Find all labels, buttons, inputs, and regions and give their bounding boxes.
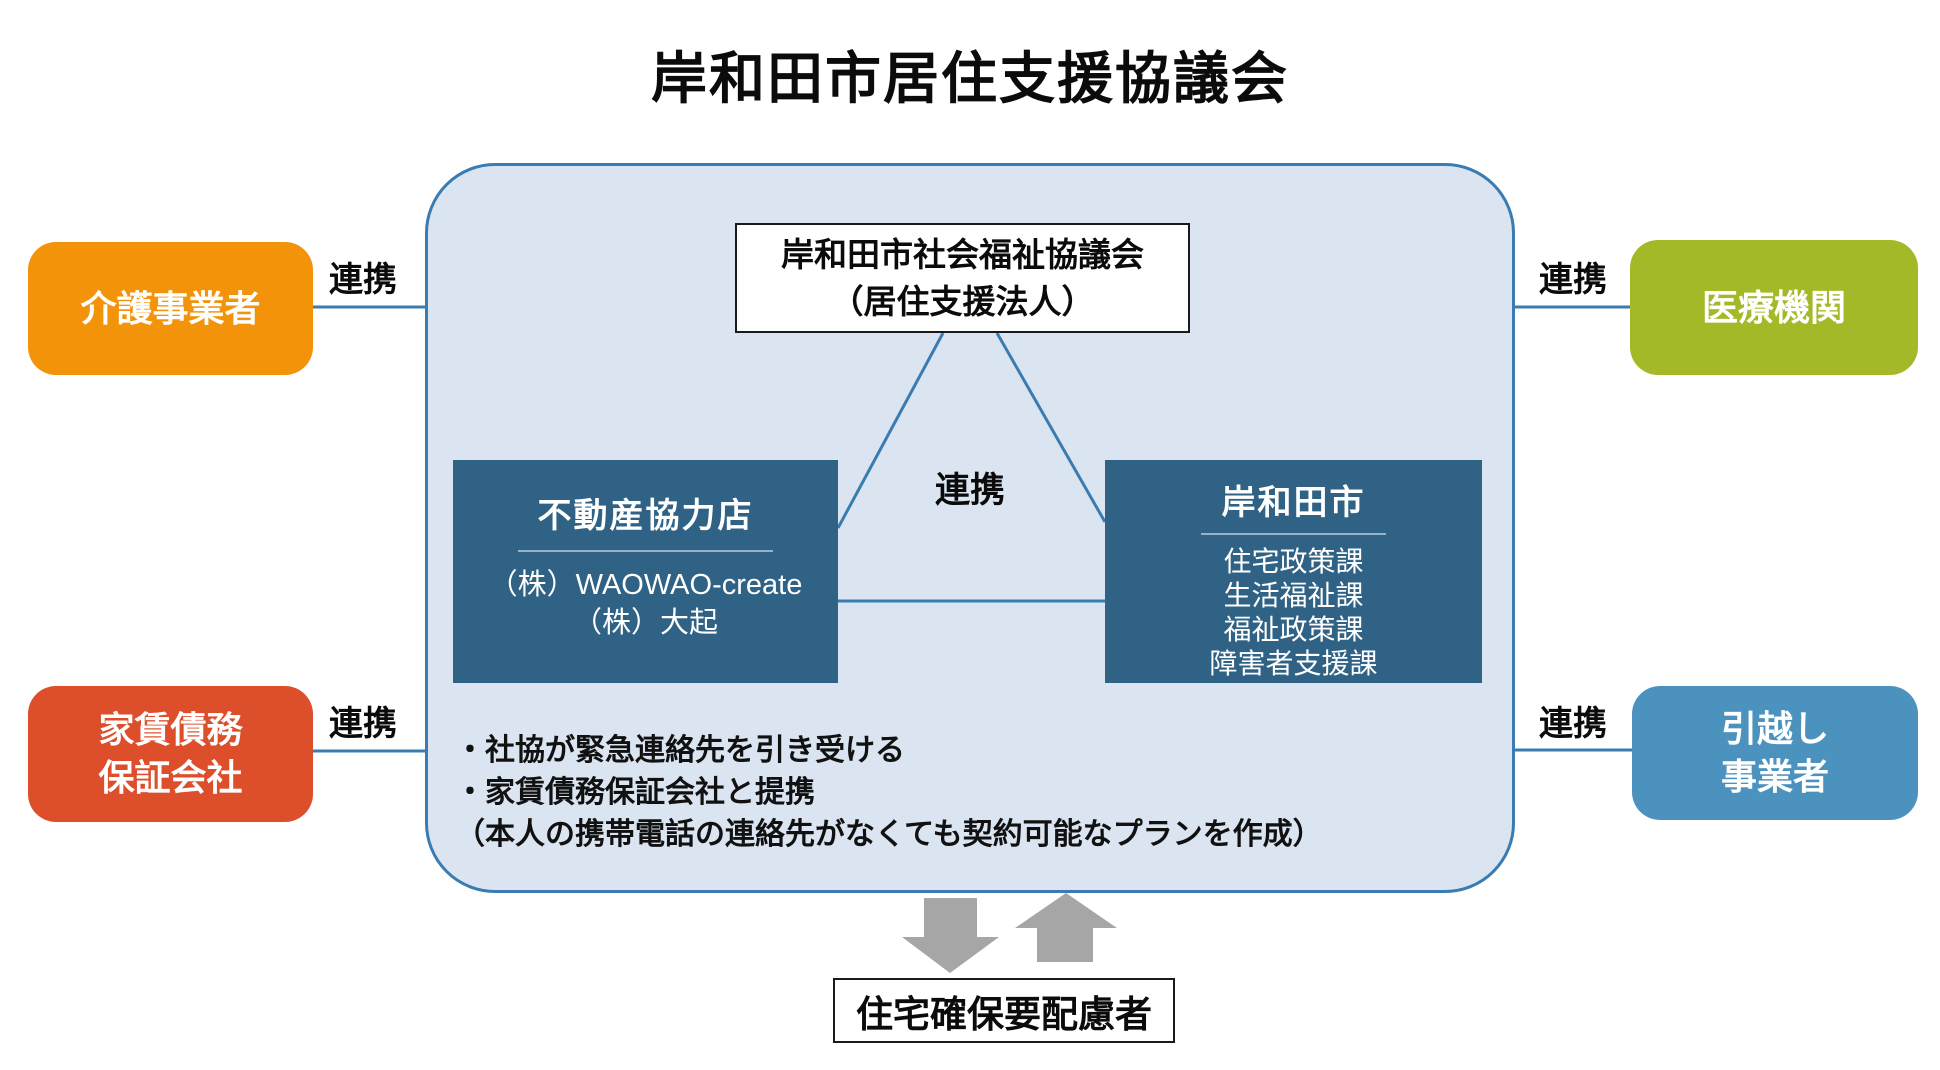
moving-link-label: 連携 xyxy=(1539,705,1607,743)
housing-target-label: 住宅確保要配慮者 xyxy=(856,993,1152,1035)
moving-company-box: 引越し 事業者 xyxy=(1632,686,1918,820)
housing-target-box: 住宅確保要配慮者 xyxy=(833,978,1175,1043)
realtor-divider xyxy=(518,550,773,552)
council-box: 岸和田市社会福祉協議会 （居住支援法人） xyxy=(735,223,1190,333)
council-subname: （居住支援法人） xyxy=(830,283,1095,320)
note-line: （本人の携帯電話の連絡先がなくても契約可能なプランを作成） xyxy=(455,818,1323,851)
city-box: 岸和田市 住宅政策課 生活福祉課 福祉政策課 障害者支援課 xyxy=(1105,460,1482,683)
triangle-link-label: 連携 xyxy=(934,471,1005,510)
medical-link-label: 連携 xyxy=(1539,261,1607,299)
moving-company-label-line2: 事業者 xyxy=(1720,756,1829,797)
page-title: 岸和田市居住支援協議会 xyxy=(651,47,1289,110)
notes-block: ・社協が緊急連絡先を引き受ける ・家賃債務保証会社と提携 （本人の携帯電話の連絡… xyxy=(455,730,1485,856)
note-line: ・家賃債務保証会社と提携 xyxy=(455,776,815,809)
guarantee-link-label: 連携 xyxy=(329,705,397,743)
city-heading: 岸和田市 xyxy=(1221,484,1366,522)
city-department: 住宅政策課 xyxy=(1223,546,1364,577)
realtor-member: （株）大起 xyxy=(572,607,718,639)
rent-guarantee-label-line1: 家賃債務 xyxy=(98,709,243,750)
medical-institution-label: 医療機関 xyxy=(1701,286,1846,328)
rent-guarantee-box: 家賃債務 保証会社 xyxy=(28,686,313,822)
care-provider-box: 介護事業者 xyxy=(28,242,313,375)
moving-company-label-line1: 引越し xyxy=(1720,708,1829,749)
city-department: 障害者支援課 xyxy=(1209,648,1378,679)
rent-guarantee-label-line2: 保証会社 xyxy=(98,757,243,798)
note-line: ・社協が緊急連絡先を引き受ける xyxy=(455,734,905,767)
care-link-label: 連携 xyxy=(329,261,397,299)
council-name: 岸和田市社会福祉協議会 xyxy=(781,236,1144,273)
realtor-heading: 不動産協力店 xyxy=(537,497,754,535)
city-department: 福祉政策課 xyxy=(1223,614,1364,645)
care-provider-label: 介護事業者 xyxy=(80,287,261,329)
medical-institution-box: 医療機関 xyxy=(1630,240,1918,375)
realtor-box: 不動産協力店 （株）WAOWAO-create （株）大起 xyxy=(453,460,838,683)
arrow-up-icon xyxy=(1015,893,1117,962)
arrow-down-icon xyxy=(902,898,999,973)
city-department: 生活福祉課 xyxy=(1223,580,1364,611)
realtor-member: （株）WAOWAO-create xyxy=(488,569,803,601)
city-divider xyxy=(1201,533,1386,535)
